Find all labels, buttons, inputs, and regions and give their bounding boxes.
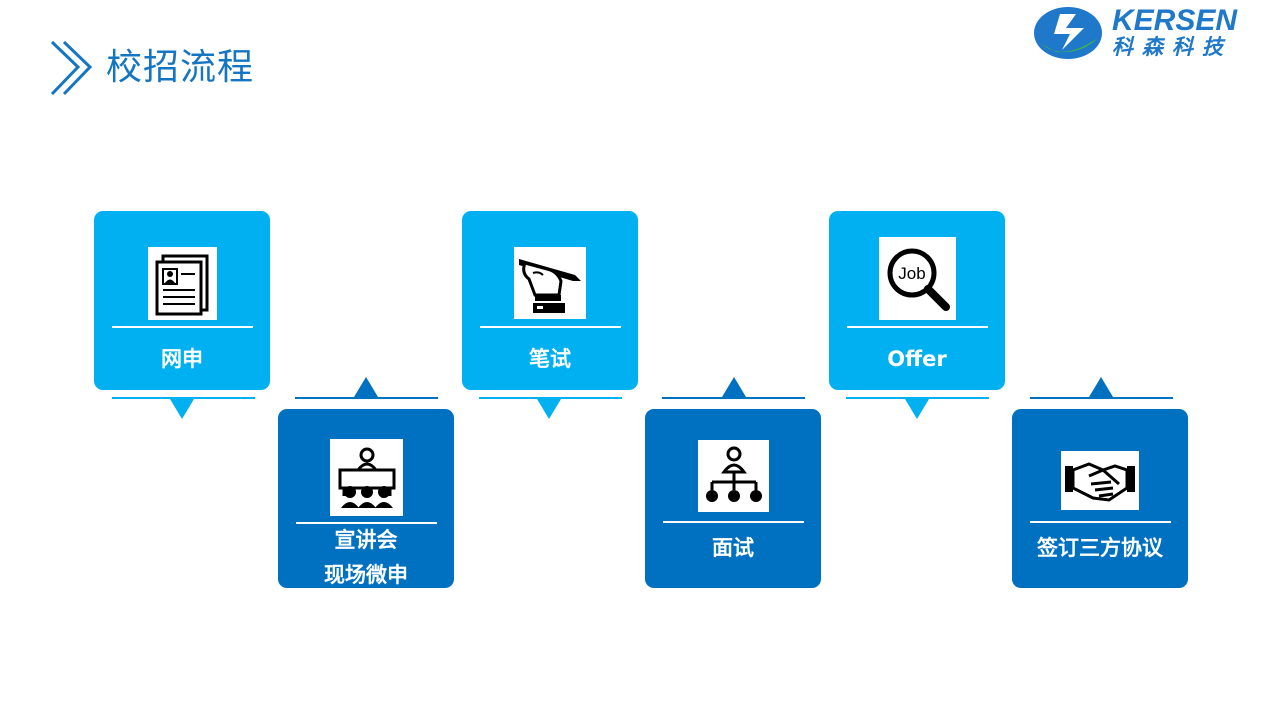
step-label: 面试 [712, 536, 754, 560]
icon-box [330, 439, 403, 516]
arrow-up-icon [1089, 377, 1113, 397]
step-label: 签订三方协议 [1037, 536, 1163, 560]
svg-text:Job: Job [898, 264, 925, 283]
connector-line [295, 397, 438, 399]
logo-text-cn: 科森科技 [1112, 35, 1232, 59]
connector-line [479, 397, 622, 399]
org-chart-icon [705, 446, 762, 502]
step-card-interview: 面试 [645, 409, 821, 588]
card-divider [480, 326, 621, 328]
arrow-down-icon [905, 399, 929, 419]
step-label: 网申 [161, 347, 203, 371]
job-search-icon: Job [887, 248, 950, 311]
double-chevron-icon [50, 40, 93, 96]
card-divider [663, 521, 804, 523]
step-label: Offer [887, 347, 947, 371]
icon-box [1061, 451, 1139, 510]
arrow-down-icon [170, 399, 194, 419]
step-label-line2: 现场微申 [324, 563, 408, 587]
arrow-up-icon [722, 377, 746, 397]
connector-line [1030, 397, 1173, 399]
handshake-icon [1065, 461, 1135, 502]
arrow-up-icon [354, 377, 378, 397]
logo-text-en: KERSEN [1112, 4, 1238, 37]
hand-writing-icon [519, 259, 581, 313]
step-card-online-application: 网申 [94, 211, 270, 390]
card-divider [296, 522, 437, 524]
icon-box [514, 247, 586, 319]
kersen-logo: KERSEN 科森科技 [1032, 4, 1272, 62]
step-card-sign-agreement: 签订三方协议 [1012, 409, 1188, 588]
arrow-down-icon [537, 399, 561, 419]
card-divider [1030, 521, 1171, 523]
resume-icon [155, 254, 208, 315]
icon-box [698, 440, 769, 512]
step-card-offer: Job Offer [829, 211, 1005, 390]
connector-line [846, 397, 989, 399]
step-card-career-talk: 宣讲会 现场微申 [278, 409, 454, 588]
page-title: 校招流程 [106, 47, 255, 88]
connector-line [112, 397, 255, 399]
card-divider [112, 326, 253, 328]
logo-mark-icon [1034, 7, 1102, 59]
icon-box [148, 247, 217, 320]
presentation-audience-icon [338, 447, 395, 508]
step-label-line1: 宣讲会 [334, 528, 398, 552]
icon-box: Job [879, 237, 956, 320]
connector-line [662, 397, 805, 399]
step-label: 笔试 [529, 347, 571, 371]
step-card-written-test: 笔试 [462, 211, 638, 390]
card-divider [847, 326, 988, 328]
